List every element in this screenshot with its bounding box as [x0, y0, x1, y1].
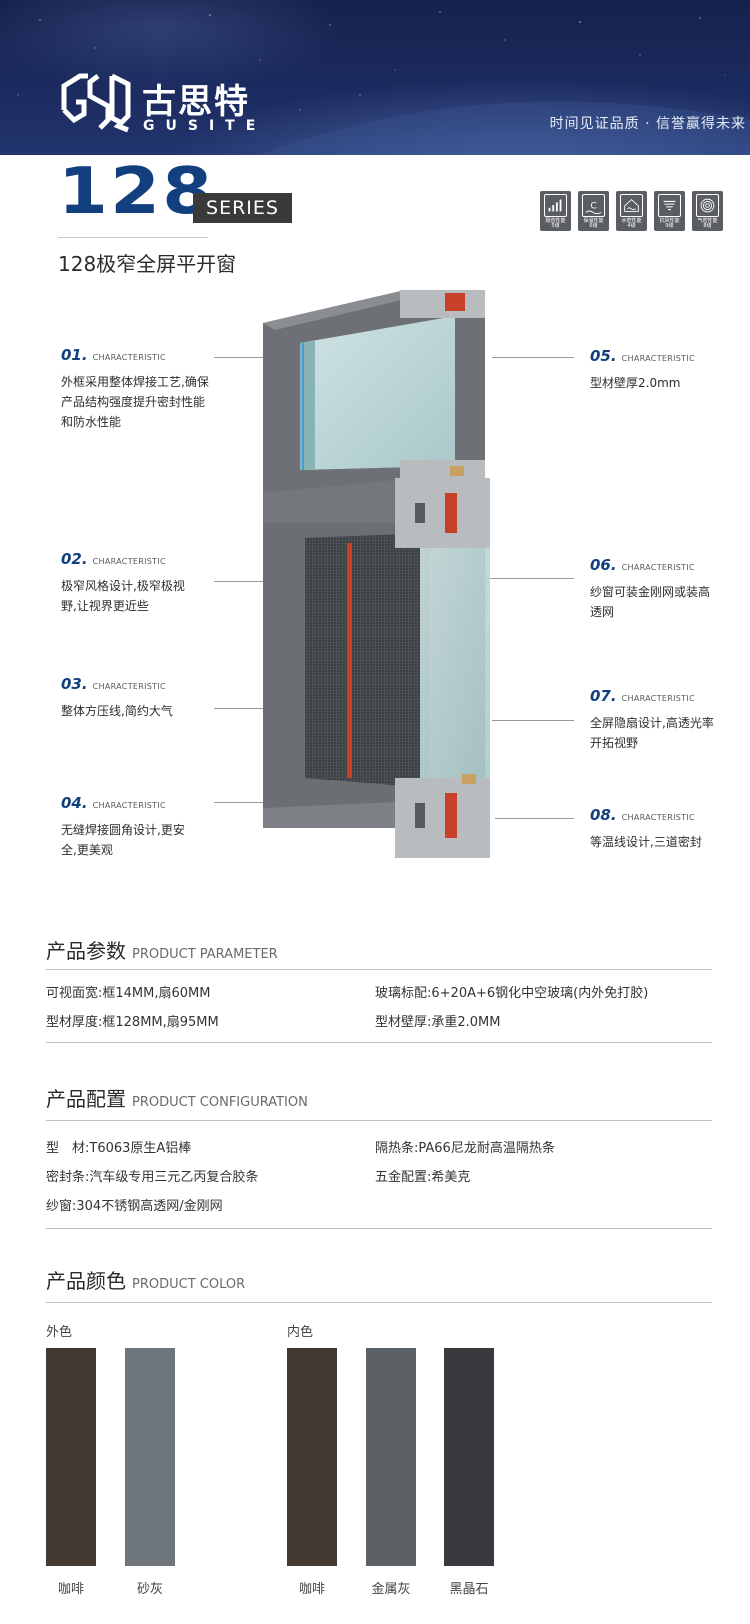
characteristic-desc: 全屏隐扇设计,高透光率开拓视野: [590, 716, 714, 750]
svg-text:C: C: [590, 202, 596, 212]
parameter-visible-width: 可视面宽:框14MM,扇60MM: [46, 986, 211, 1001]
characteristic-05: 05. CHARACTERISTIC 型材壁厚2.0mm: [590, 346, 740, 393]
characteristic-03: 03. CHARACTERISTIC 整体方压线,简约大气: [61, 674, 211, 721]
characteristic-desc: 无缝焊接圆角设计,更安全,更美观: [61, 823, 185, 857]
section-divider: [46, 1302, 712, 1303]
color-name: 黑晶石: [449, 1582, 489, 1597]
outer-color-label: 外色: [46, 1325, 73, 1340]
config-screen: 纱窗:304不锈钢高透网/金刚网: [46, 1199, 223, 1214]
section-divider: [46, 969, 712, 970]
config-material: 型 材:T6063原生A铝棒: [46, 1141, 192, 1156]
parameter-wall-thickness: 型材壁厚:承重2.0MM: [375, 1015, 501, 1030]
header-banner: 古思特 GUSITE 时间见证品质 · 信誉赢得未来: [0, 0, 750, 155]
slogan: 时间见证品质 · 信誉赢得未来: [549, 116, 746, 132]
characteristic-desc: 外框采用整体焊接工艺,确保产品结构强度提升密封性能和防水性能: [61, 375, 209, 429]
characteristic-desc: 整体方压线,简约大气: [61, 704, 173, 718]
characteristic-06: 06. CHARACTERISTIC 纱窗可装金刚网或装高透网: [590, 555, 740, 622]
color-name: 砂灰: [136, 1582, 163, 1597]
config-thermal-strip: 隔热条:PA66尼龙耐高温隔热条: [375, 1141, 555, 1156]
window-cross-section-illustration: [263, 290, 490, 858]
parameter-glass: 玻璃标配:6+20A+6钢化中空玻璃(内外免打胶): [375, 986, 649, 1001]
characteristic-08: 08. CHARACTERISTIC 等温线设计,三道密封: [590, 805, 740, 852]
parameter-profile-thickness: 型材厚度:框128MM,扇95MM: [46, 1015, 219, 1030]
characteristic-desc: 极窄风格设计,极窄极视野,让视界更近些: [61, 579, 185, 613]
characteristic-07: 07. CHARACTERISTIC 全屏隐扇设计,高透光率开拓视野: [590, 686, 740, 753]
brand-name-en: GUSITE: [143, 118, 267, 134]
window-name: 128极窄全屏平开窗: [58, 252, 237, 276]
config-seal: 密封条:汽车级专用三元乙丙复合胶条: [46, 1170, 259, 1185]
section-divider: [46, 1228, 712, 1229]
leader-line: [492, 357, 574, 358]
signal-bars-icon: [544, 194, 567, 217]
series-number: 128: [58, 155, 215, 229]
section-divider: [46, 1120, 712, 1121]
color-swatch-inner-black-crystal: [444, 1348, 494, 1566]
characteristic-desc: 等温线设计,三道密封: [590, 835, 702, 849]
series-tag: SERIES: [193, 193, 292, 223]
characteristic-desc: 纱窗可装金刚网或装高透网: [590, 585, 711, 619]
characteristic-04: 04. CHARACTERISTIC 无缝焊接圆角设计,更安全,更美观: [61, 793, 211, 860]
color-name: 咖啡: [298, 1582, 325, 1597]
color-name: 金属灰: [371, 1582, 411, 1597]
thermometer-c-icon: C: [582, 194, 605, 217]
leader-line: [430, 578, 574, 579]
color-swatch-outer-coffee: [46, 1348, 96, 1566]
characteristic-01: 01. CHARACTERISTIC 外框采用整体焊接工艺,确保产品结构强度提升…: [61, 345, 211, 432]
color-swatch-inner-metal-gray: [366, 1348, 416, 1566]
color-swatch-outer-sand-gray: [125, 1348, 175, 1566]
leader-line: [495, 818, 574, 819]
leader-line: [214, 708, 286, 709]
color-swatch-inner-coffee: [287, 1348, 337, 1566]
airtight-rings-icon: [696, 194, 719, 217]
characteristic-desc: 型材壁厚2.0mm: [590, 376, 681, 390]
starfield-background: [17, 11, 750, 155]
color-name: 咖啡: [57, 1582, 84, 1597]
leader-line: [492, 720, 574, 721]
leader-line: [214, 357, 280, 358]
config-hardware: 五金配置:希美克: [375, 1170, 471, 1185]
inner-color-label: 内色: [287, 1325, 314, 1340]
title-divider: [58, 237, 208, 238]
wind-pressure-icon: [658, 194, 681, 217]
leader-line: [214, 802, 286, 803]
characteristic-02: 02. CHARACTERISTIC 极窄风格设计,极窄极视野,让视界更近些: [61, 549, 211, 616]
section-divider: [46, 1042, 712, 1043]
brand-name-cn: 古思特: [142, 82, 250, 122]
house-water-icon: [620, 194, 643, 217]
leader-line: [214, 581, 266, 582]
gsq-monogram-icon: [61, 73, 131, 133]
